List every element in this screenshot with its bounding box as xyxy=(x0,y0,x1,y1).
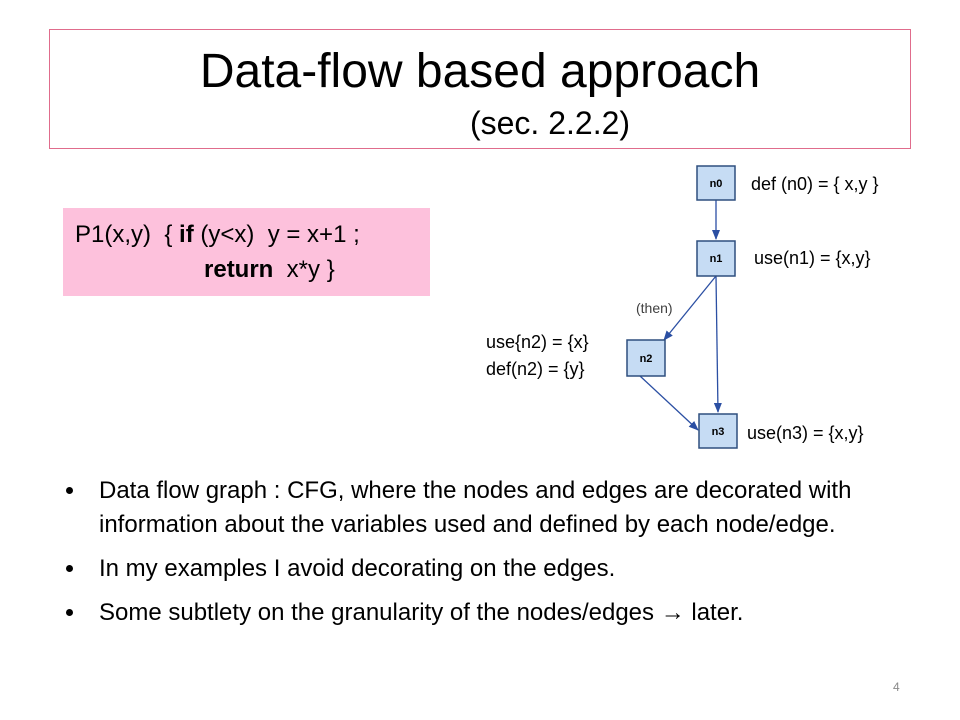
code-keyword-return: return xyxy=(204,256,274,283)
bullet-text: Data flow graph : CFG, where the nodes a… xyxy=(99,477,852,538)
slide-title: Data-flow based approach xyxy=(199,45,761,98)
bullet-text: Some subtlety on the granularity of the … xyxy=(99,599,661,626)
edge-n2-n3 xyxy=(639,375,699,431)
bullet-item: Some subtlety on the granularity of the … xyxy=(66,596,936,630)
node-n1 xyxy=(696,240,736,277)
node-n0 xyxy=(696,165,736,201)
bullet-list: Data flow graph : CFG, where the nodes a… xyxy=(66,474,936,640)
node-n2 xyxy=(626,339,666,377)
bullet-dot xyxy=(66,487,73,494)
bullet-item: Data flow graph : CFG, where the nodes a… xyxy=(66,474,936,542)
node-n2-label: n2 xyxy=(640,353,653,365)
title-box: Data-flow based approach (sec. 2.2.2) xyxy=(49,29,911,149)
bullet-text: In my examples I avoid decorating on the… xyxy=(99,555,616,582)
code-box: P1(x,y) { if (y<x) y = x+1 ; return x*y … xyxy=(63,208,430,296)
code-line-2: return x*y } xyxy=(204,255,335,285)
code-line-2-rest: x*y } xyxy=(273,256,335,283)
annotation-n2-def: def(n2) = {y} xyxy=(486,359,585,379)
code-keyword-if: if xyxy=(179,221,194,248)
bullet-dot xyxy=(66,565,73,572)
bullet-dot xyxy=(66,609,73,616)
node-n3-label: n3 xyxy=(712,426,725,438)
node-n1-label: n1 xyxy=(710,253,723,265)
annotation-n0: def (n0) = { x,y } xyxy=(751,174,879,194)
code-line-1: P1(x,y) { if (y<x) y = x+1 ; xyxy=(75,220,360,250)
edge-n1-n3 xyxy=(713,275,722,413)
bullet-item: In my examples I avoid decorating on the… xyxy=(66,552,936,586)
right-arrow-icon: → xyxy=(660,599,685,626)
node-n0-label: n0 xyxy=(710,178,723,190)
bullet-text: later. xyxy=(684,599,744,626)
node-n3 xyxy=(698,413,738,449)
annotation-n1: use(n1) = {x,y} xyxy=(754,248,871,268)
code-line-1-rest: (y<x) y = x+1 ; xyxy=(193,221,360,248)
slide-subtitle: (sec. 2.2.2) xyxy=(469,105,631,141)
edge-n1-n2 xyxy=(663,275,717,341)
annotation-n2-use: use{n2) = {x} xyxy=(486,332,589,352)
annotation-n3: use(n3) = {x,y} xyxy=(747,423,864,443)
edge-label-then: (then) xyxy=(636,300,673,316)
code-line-1-prefix: P1(x,y) { xyxy=(75,221,180,248)
page-number: 4 xyxy=(893,680,900,694)
